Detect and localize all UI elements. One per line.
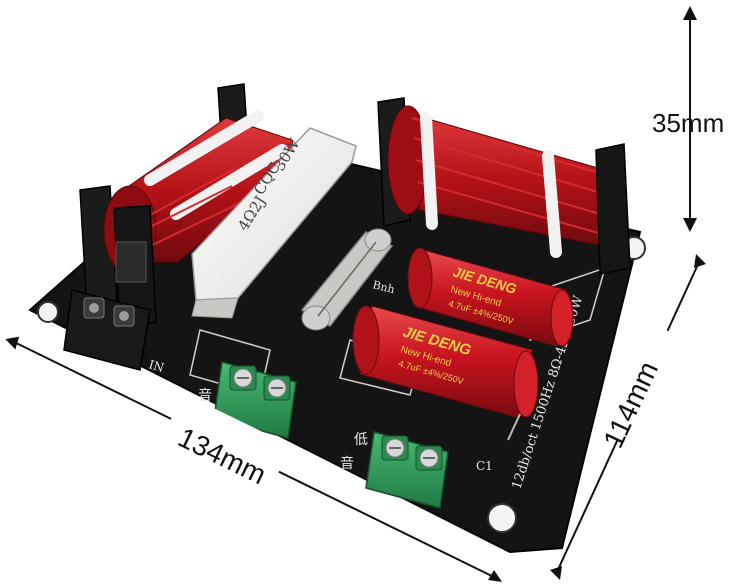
- width-label-bg: [605, 325, 687, 449]
- length-label-bg: [168, 393, 292, 477]
- inductor-left: [79, 83, 297, 329]
- silk-input-label: IN: [147, 357, 166, 375]
- silk-char-right2: 音: [340, 455, 354, 472]
- dimension-height: [683, 6, 697, 232]
- inductor-right: [377, 97, 631, 275]
- fuse: [300, 228, 394, 331]
- input-terminal-block: [63, 289, 151, 371]
- silk-char-left: 音: [198, 387, 212, 404]
- height-dimension-label: 35mm: [652, 108, 724, 138]
- silk-c1-label: C1: [476, 459, 493, 473]
- capacitor-bottom: JIE DENG New Hi-end 4.7uF ±4%/250V: [352, 305, 539, 441]
- capacitor-top: JIE DENG New Hi-end 4.7uF ±4%/250V: [407, 247, 574, 347]
- mounting-hole: [487, 503, 517, 533]
- mounting-hole: [37, 301, 59, 323]
- output-terminal-right: [365, 431, 449, 509]
- silk-char-right: 低: [354, 432, 368, 448]
- silk-bnh-label: Bnh: [371, 278, 396, 296]
